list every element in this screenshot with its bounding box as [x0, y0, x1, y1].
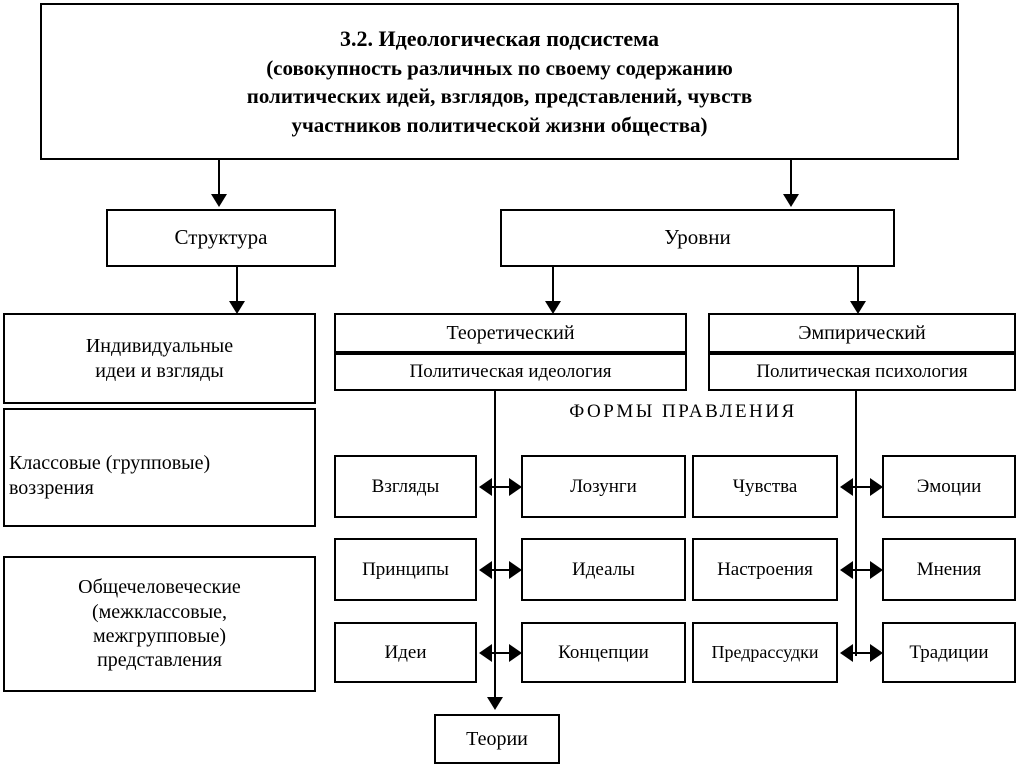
grid-cell-theor-right-1: Лозунги — [521, 455, 686, 518]
empirical-header-box: Эмпирический — [708, 313, 1016, 353]
grid-label-emp-right-1: Эмоции — [916, 475, 982, 497]
empirical-header-label: Эмпирический — [798, 321, 926, 344]
grid-label-emp-right-3: Традиции — [909, 641, 989, 663]
grid-label-theor-right-1: Лозунги — [570, 475, 637, 497]
structure-item-class-line-1: Классовые (групповые) — [9, 452, 211, 475]
connector-structure-to-individual — [236, 267, 238, 303]
arrow-right-emp-row-2 — [870, 561, 883, 579]
arrow-right-emp-row-3 — [870, 644, 883, 662]
grid-cell-emp-left-3: Предрассудки — [692, 622, 838, 683]
arrow-right-theor-row-2 — [509, 561, 522, 579]
arrowhead-structure-to-individual — [229, 301, 245, 314]
structure-item-class-line-2: воззрения — [9, 476, 94, 499]
structure-item-class: Классовые (групповые) воззрения — [3, 408, 316, 527]
connector-empirical-spine — [855, 391, 857, 656]
arrow-left-emp-row-3 — [840, 644, 853, 662]
forms-of-governance-caption: ФОРМЫ ПРАВЛЕНИЯ — [569, 401, 797, 422]
arrowhead-theoretical-to-theories — [487, 697, 503, 710]
levels-label: Уровни — [664, 225, 731, 250]
arrowhead-title-to-structure — [211, 194, 227, 207]
grid-cell-theor-left-2: Принципы — [334, 538, 477, 601]
connector-title-to-levels — [790, 160, 792, 196]
grid-label-emp-left-3: Предрассудки — [711, 641, 819, 662]
arrow-shaft-emp-row-1 — [849, 486, 873, 488]
title-box: 3.2. Идеологическая подсистема (совокупн… — [40, 3, 959, 160]
structure-item-universal-line-2: (межклассовые, — [91, 600, 228, 623]
grid-label-emp-left-1: Чувства — [732, 475, 798, 497]
arrow-shaft-theor-row-3 — [488, 652, 512, 654]
grid-cell-theor-right-3: Концепции — [521, 622, 686, 683]
grid-cell-emp-left-2: Настроения — [692, 538, 838, 601]
arrow-left-theor-row-1 — [479, 478, 492, 496]
grid-cell-theor-right-2: Идеалы — [521, 538, 686, 601]
theoretical-header-label: Теоретический — [446, 321, 575, 344]
arrow-shaft-theor-row-2 — [488, 569, 512, 571]
arrow-left-theor-row-2 — [479, 561, 492, 579]
structure-label: Структура — [174, 225, 268, 250]
structure-item-universal-line-3: межгрупповые) — [92, 625, 227, 647]
empirical-subheader-label: Политическая психология — [756, 361, 968, 383]
connector-levels-to-empirical — [857, 267, 859, 303]
arrow-left-theor-row-3 — [479, 644, 492, 662]
grid-label-theor-left-3: Идеи — [384, 641, 427, 663]
theoretical-subheader-box: Политическая идеология — [334, 353, 687, 391]
arrowhead-levels-to-theoretical — [545, 301, 561, 314]
title-line-3: политических идей, взглядов, представлен… — [246, 84, 753, 109]
grid-label-theor-right-2: Идеалы — [572, 558, 635, 580]
arrowhead-levels-to-empirical — [850, 301, 866, 314]
theories-box: Теории — [434, 714, 560, 764]
grid-cell-theor-left-3: Идеи — [334, 622, 477, 683]
theoretical-header-box: Теоретический — [334, 313, 687, 353]
grid-label-emp-right-2: Мнения — [916, 558, 982, 580]
grid-label-emp-left-2: Настроения — [717, 558, 813, 580]
arrow-shaft-theor-row-1 — [488, 486, 512, 488]
grid-cell-emp-right-1: Эмоции — [882, 455, 1016, 518]
structure-item-individual-line-1: Индивидуальные — [85, 335, 234, 358]
structure-item-individual: Индивидуальные идеи и взгляды — [3, 313, 316, 404]
theories-label: Теории — [466, 727, 528, 750]
structure-item-individual-line-2: идеи и взгляды — [95, 359, 224, 382]
theoretical-subheader-label: Политическая идеология — [409, 361, 612, 383]
levels-box: Уровни — [500, 209, 895, 267]
arrow-shaft-emp-row-2 — [849, 569, 873, 571]
grid-cell-emp-left-1: Чувства — [692, 455, 838, 518]
title-line-2: (совокупность различных по своему содерж… — [266, 55, 733, 80]
connector-title-to-structure — [218, 160, 220, 196]
grid-label-theor-left-2: Принципы — [362, 558, 449, 580]
grid-cell-emp-right-3: Традиции — [882, 622, 1016, 683]
structure-box: Структура — [106, 209, 336, 267]
grid-label-theor-right-3: Концепции — [558, 641, 649, 663]
title-line-4: участников политической жизни общества) — [291, 112, 708, 137]
connector-levels-to-theoretical — [552, 267, 554, 303]
structure-item-universal: Общечеловеческие (межклассовые, межгрупп… — [3, 556, 316, 692]
arrow-left-emp-row-1 — [840, 478, 853, 496]
grid-cell-theor-left-1: Взгляды — [334, 455, 477, 518]
arrow-shaft-emp-row-3 — [849, 652, 873, 654]
grid-label-theor-left-1: Взгляды — [371, 475, 440, 497]
arrowhead-title-to-levels — [783, 194, 799, 207]
structure-item-universal-line-1: Общечеловеческие — [78, 576, 241, 599]
arrow-left-emp-row-2 — [840, 561, 853, 579]
arrow-right-theor-row-3 — [509, 644, 522, 662]
arrow-right-theor-row-1 — [509, 478, 522, 496]
connector-theoretical-spine — [494, 391, 496, 702]
title-line-1: 3.2. Идеологическая подсистема — [340, 25, 659, 51]
grid-cell-emp-right-2: Мнения — [882, 538, 1016, 601]
structure-item-universal-line-4: представления — [97, 649, 222, 672]
arrow-right-emp-row-1 — [870, 478, 883, 496]
empirical-subheader-box: Политическая психология — [708, 353, 1016, 391]
